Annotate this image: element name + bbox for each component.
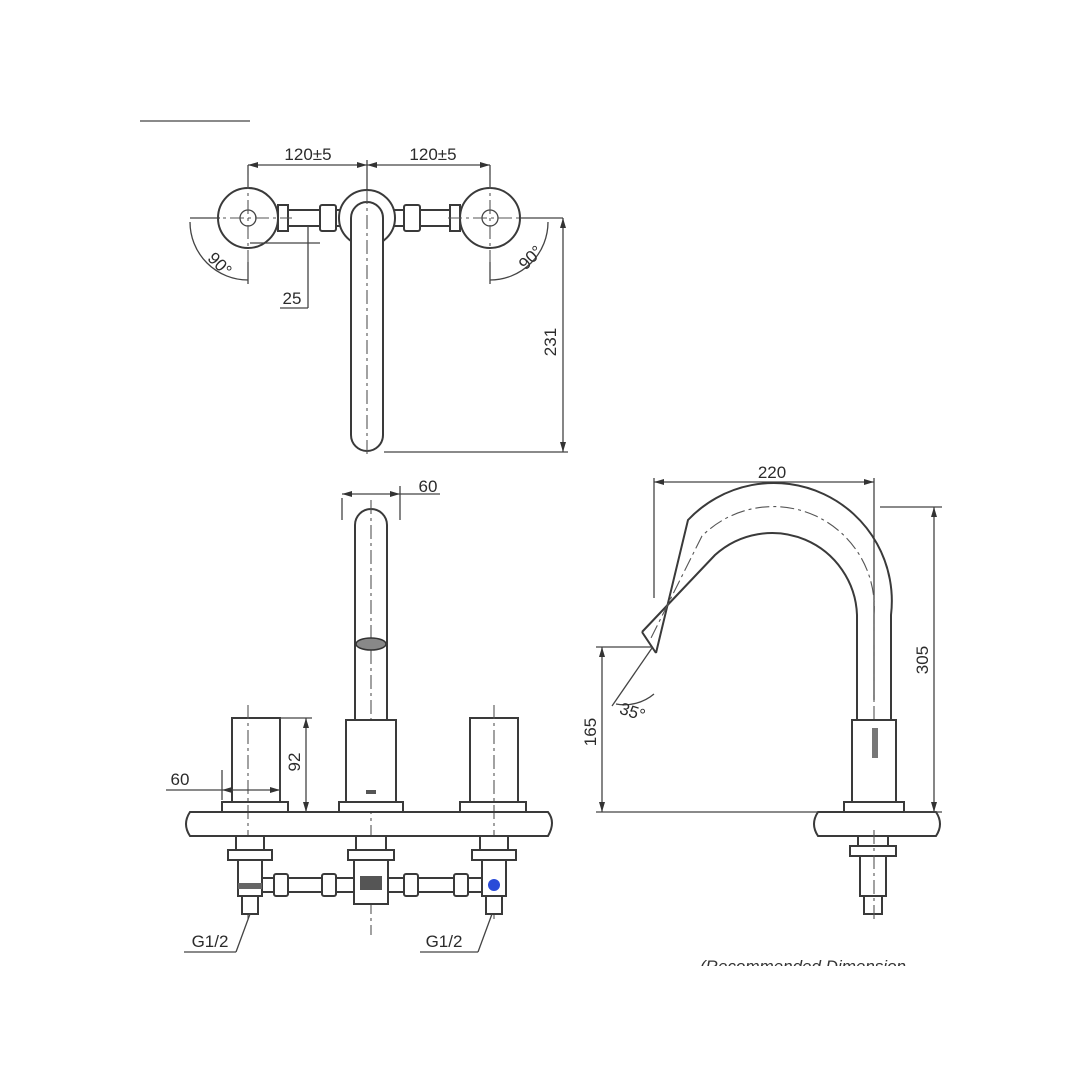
dim-outlet-height: 165 (581, 718, 600, 746)
angle-right: 90° (515, 242, 547, 274)
dim-spout-reach: 231 (541, 328, 560, 356)
thread-left: G1/2 (192, 932, 229, 951)
front-view: 60 (166, 477, 553, 953)
top-view: 120±5 120±5 90° 90° (189, 145, 568, 458)
dim-reach: 220 (758, 463, 786, 482)
dim-offset: 25 (283, 289, 302, 308)
dim-total-height: 305 (913, 646, 932, 674)
side-view: 220 305 165 35° (581, 463, 942, 920)
dim-handle-height: 92 (285, 753, 304, 772)
angle-left: 90° (204, 249, 236, 281)
dim-handle-width: 60 (171, 770, 190, 789)
dim-spout-width: 60 (419, 477, 438, 496)
angle-outlet: 35° (617, 699, 647, 725)
dim-right-spacing: 120±5 (409, 145, 456, 164)
dim-left-spacing: 120±5 (284, 145, 331, 164)
thread-right: G1/2 (426, 932, 463, 951)
